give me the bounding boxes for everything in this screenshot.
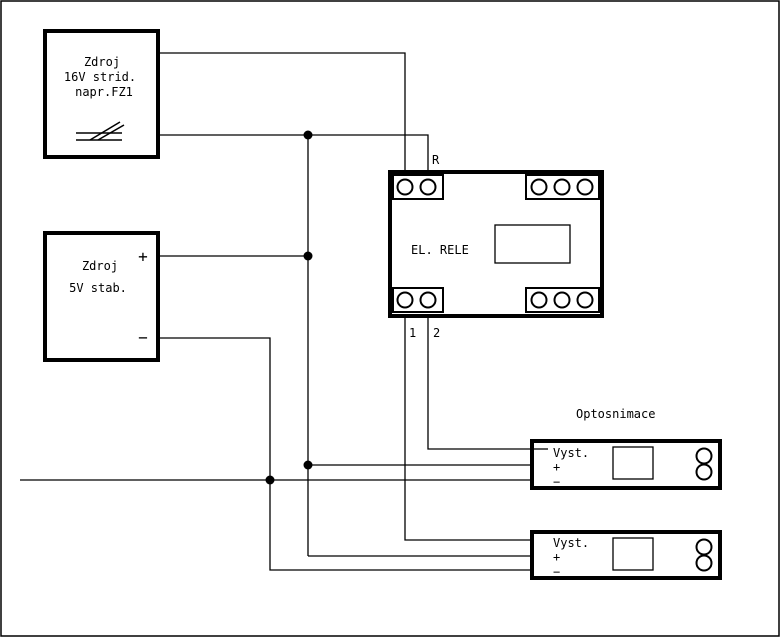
relay-terminal (530, 178, 548, 196)
source-dc-line1: Zdroj (82, 259, 118, 273)
wire-ac-top (158, 52, 406, 186)
relay-terminal (576, 178, 594, 196)
relay: EL. RELE R 1 2 (388, 153, 604, 340)
wire-dc-minus (158, 337, 548, 571)
junctions (265, 130, 313, 485)
source-dc: Zdroj 5V stab. + − (43, 231, 160, 362)
source-ac: Zdroj 16V strid. napr.FZ1 (43, 29, 160, 159)
junction-dot (265, 475, 275, 485)
relay-terminal (553, 178, 571, 196)
junction-dot (303, 460, 313, 470)
sensor-plus-label: + (553, 550, 560, 564)
sensor-minus-label: − (553, 565, 560, 579)
relay-terminal-r-label: R (432, 153, 440, 167)
source-ac-line1: Zdroj (84, 55, 120, 69)
source-dc-plus-label: + (138, 247, 148, 266)
turnout-icon (76, 121, 125, 141)
source-ac-box (43, 29, 160, 159)
source-dc-minus-label: − (138, 328, 148, 347)
junction-dot (303, 130, 313, 140)
relay-terminal (396, 178, 414, 196)
sensor-led (695, 538, 713, 556)
relay-terminal-1 (396, 291, 414, 309)
sensor-out-label: Vyst. (553, 446, 589, 460)
wire-relay-1 (404, 300, 548, 541)
relay-terminal (553, 291, 571, 309)
source-dc-box (43, 231, 160, 362)
sensor-window (612, 537, 654, 571)
sensor-window (612, 446, 654, 480)
sensor-led (695, 554, 713, 572)
junction-dot (303, 251, 313, 261)
relay-label: EL. RELE (411, 243, 469, 257)
sensor-2: Vyst. + − (530, 530, 722, 580)
relay-terminal-1-label: 1 (409, 326, 416, 340)
source-ac-line2: 16V strid. (64, 70, 136, 84)
sensor-plus-label: + (553, 460, 560, 474)
wire-ac-bottom (158, 134, 429, 186)
source-ac-line3: napr.FZ1 (75, 85, 133, 99)
wire-relay-2 (427, 300, 548, 450)
sensor-1: Vyst. + − (530, 439, 722, 490)
relay-terminal-2-label: 2 (433, 326, 440, 340)
relay-terminal-r (419, 178, 437, 196)
sensor-out-label: Vyst. (553, 536, 589, 550)
sensor-minus-label: − (553, 475, 560, 489)
sensor-group-title: Optosnimace (576, 407, 655, 421)
relay-window (494, 224, 571, 264)
relay-terminal (530, 291, 548, 309)
relay-terminal-2 (419, 291, 437, 309)
source-dc-line2: 5V stab. (69, 281, 127, 295)
relay-terminal (576, 291, 594, 309)
sensor-led (695, 447, 713, 465)
wires (20, 52, 548, 571)
sensor-led (695, 463, 713, 481)
